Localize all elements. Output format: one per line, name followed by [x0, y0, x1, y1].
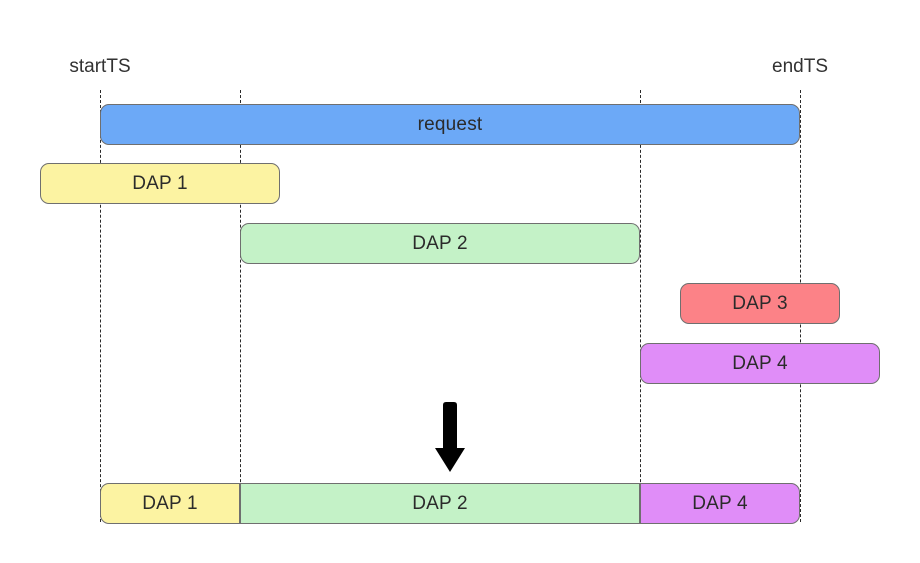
guide-line-startTS: [100, 90, 101, 522]
result-bar-dap1-label: DAP 1: [142, 492, 198, 514]
result-bar-dap1[interactable]: DAP 1: [100, 483, 240, 524]
guide-line-dap4-start: [640, 90, 641, 522]
down-arrow-icon: [432, 400, 468, 476]
result-bar-dap2-label: DAP 2: [412, 492, 468, 514]
bar-dap2-label: DAP 2: [412, 232, 468, 254]
bar-dap1-label: DAP 1: [132, 172, 188, 194]
bar-request[interactable]: request: [100, 104, 800, 145]
result-bar-dap4[interactable]: DAP 4: [640, 483, 800, 524]
axis-label-endTS: endTS: [772, 56, 828, 77]
bar-dap3[interactable]: DAP 3: [680, 283, 840, 324]
axis-label-startTS: startTS: [69, 56, 131, 77]
bar-request-label: request: [417, 113, 483, 135]
bar-dap4-label: DAP 4: [732, 352, 788, 374]
bar-dap1[interactable]: DAP 1: [40, 163, 280, 204]
bar-dap2[interactable]: DAP 2: [240, 223, 640, 264]
guide-line-dap2-start: [240, 90, 241, 522]
result-bar-dap4-label: DAP 4: [692, 492, 748, 514]
bar-dap3-label: DAP 3: [732, 292, 788, 314]
bar-dap4[interactable]: DAP 4: [640, 343, 880, 384]
result-bar-dap2[interactable]: DAP 2: [240, 483, 640, 524]
